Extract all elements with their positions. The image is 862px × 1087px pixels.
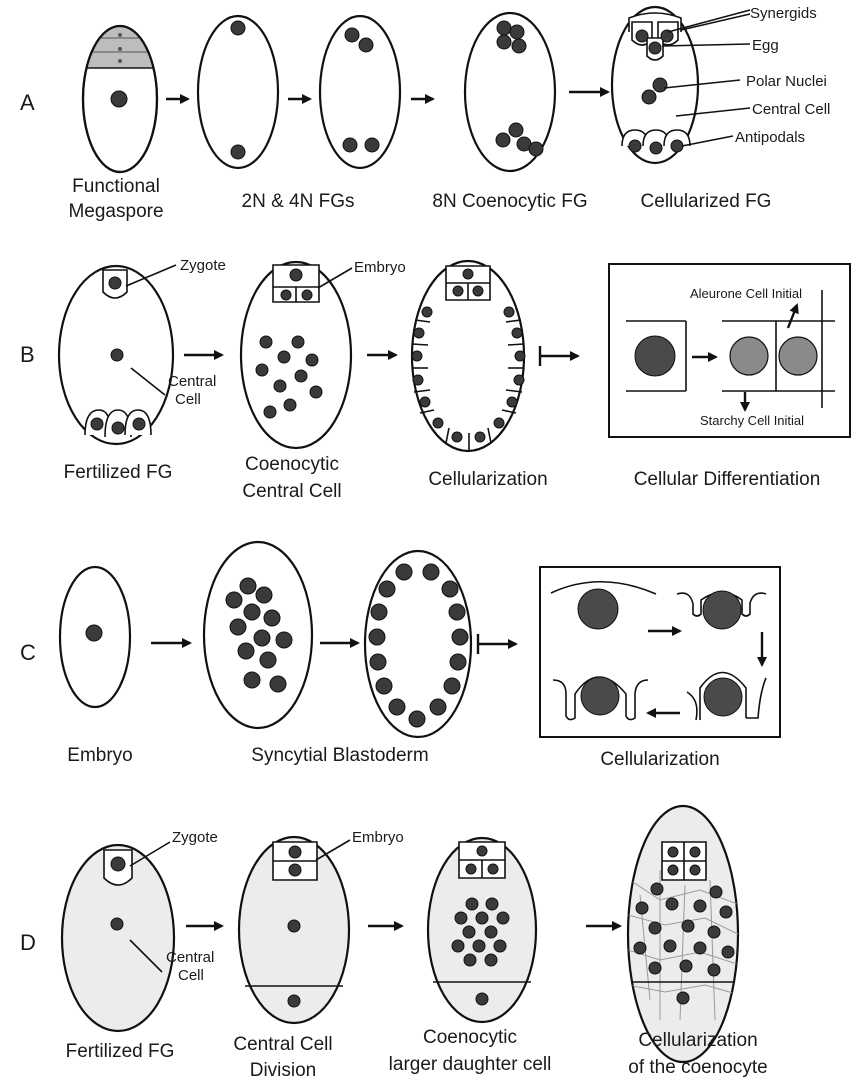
nucleus [111, 91, 127, 107]
caption-2n-4n-fgs: 2N & 4N FGs [242, 191, 355, 212]
caption-syncytial-blastoderm: Syncytial Blastoderm [251, 745, 428, 766]
label-polar-nuclei: Polar Nuclei [746, 73, 827, 90]
fg-8n-coenocytic [465, 13, 555, 171]
coenocytic-central-cell [241, 262, 351, 448]
caption-embryo-c: Embryo [67, 745, 132, 766]
caption-larger-daughter-cell: larger daughter cell [389, 1054, 552, 1075]
cellularization-inset [540, 567, 780, 737]
label-starchy-cell-initial: Starchy Cell Initial [700, 413, 804, 428]
fertilized-fg-d [62, 845, 174, 1031]
endosperm-cellularization [412, 261, 525, 451]
row-letter-b: B [20, 342, 35, 367]
caption-division-d: Division [250, 1060, 317, 1081]
caption-fertilized-fg-d: Fertilized FG [66, 1041, 175, 1062]
row-letter-c: C [20, 640, 36, 665]
caption-cellularized-fg: Cellularized FG [641, 191, 772, 212]
label-central-d: Central [166, 949, 214, 966]
coenocytic-daughter-cell [428, 838, 536, 1022]
syncytial-blastoderm [365, 551, 471, 737]
caption-megaspore: Megaspore [68, 201, 163, 222]
label-egg: Egg [752, 37, 779, 54]
label-cell-b: Cell [175, 391, 201, 408]
caption-of-the-coenocyte: of the coenocyte [628, 1057, 767, 1078]
syncytial-nuclei [204, 542, 312, 728]
caption-functional: Functional [72, 176, 160, 197]
cellularized-coenocyte [628, 806, 740, 1062]
row-letter-d: D [20, 930, 36, 955]
label-central-b: Central [168, 373, 216, 390]
label-cell-d: Cell [178, 967, 204, 984]
caption-8n-coenocytic-fg: 8N Coenocytic FG [432, 191, 587, 212]
caption-cellularization-c: Cellularization [600, 749, 719, 770]
fg-2n-4n [198, 16, 278, 168]
caption-central-cell-b: Central Cell [242, 481, 341, 502]
caption-cellularization-d: Cellularization [638, 1030, 757, 1051]
label-embryo-d: Embryo [352, 829, 404, 846]
caption-central-cell-d: Central Cell [233, 1034, 332, 1055]
differentiation-inset: Aleurone Cell Initial Starchy Cell Initi… [609, 264, 850, 437]
label-central-cell: Central Cell [752, 101, 830, 118]
functional-megaspore [80, 24, 160, 172]
caption-fertilized-fg-b: Fertilized FG [64, 462, 173, 483]
row-letter-a: A [20, 90, 35, 115]
caption-cellularization-b: Cellularization [428, 469, 547, 490]
label-zygote-b: Zygote [180, 257, 226, 274]
label-embryo-b: Embryo [354, 259, 406, 276]
caption-coenocytic-b: Coenocytic [245, 454, 339, 475]
fertilized-fg [59, 266, 173, 444]
embryo-single-nucleus [60, 567, 130, 707]
label-aleurone-cell-initial: Aleurone Cell Initial [690, 286, 802, 301]
caption-cellular-differentiation: Cellular Differentiation [634, 469, 821, 490]
fg-4n [320, 16, 400, 168]
label-synergids: Synergids [750, 5, 817, 22]
central-cell-division [239, 837, 349, 1023]
caption-coenocytic-d: Coenocytic [423, 1027, 517, 1048]
label-zygote-d: Zygote [172, 829, 218, 846]
label-antipodals: Antipodals [735, 129, 805, 146]
